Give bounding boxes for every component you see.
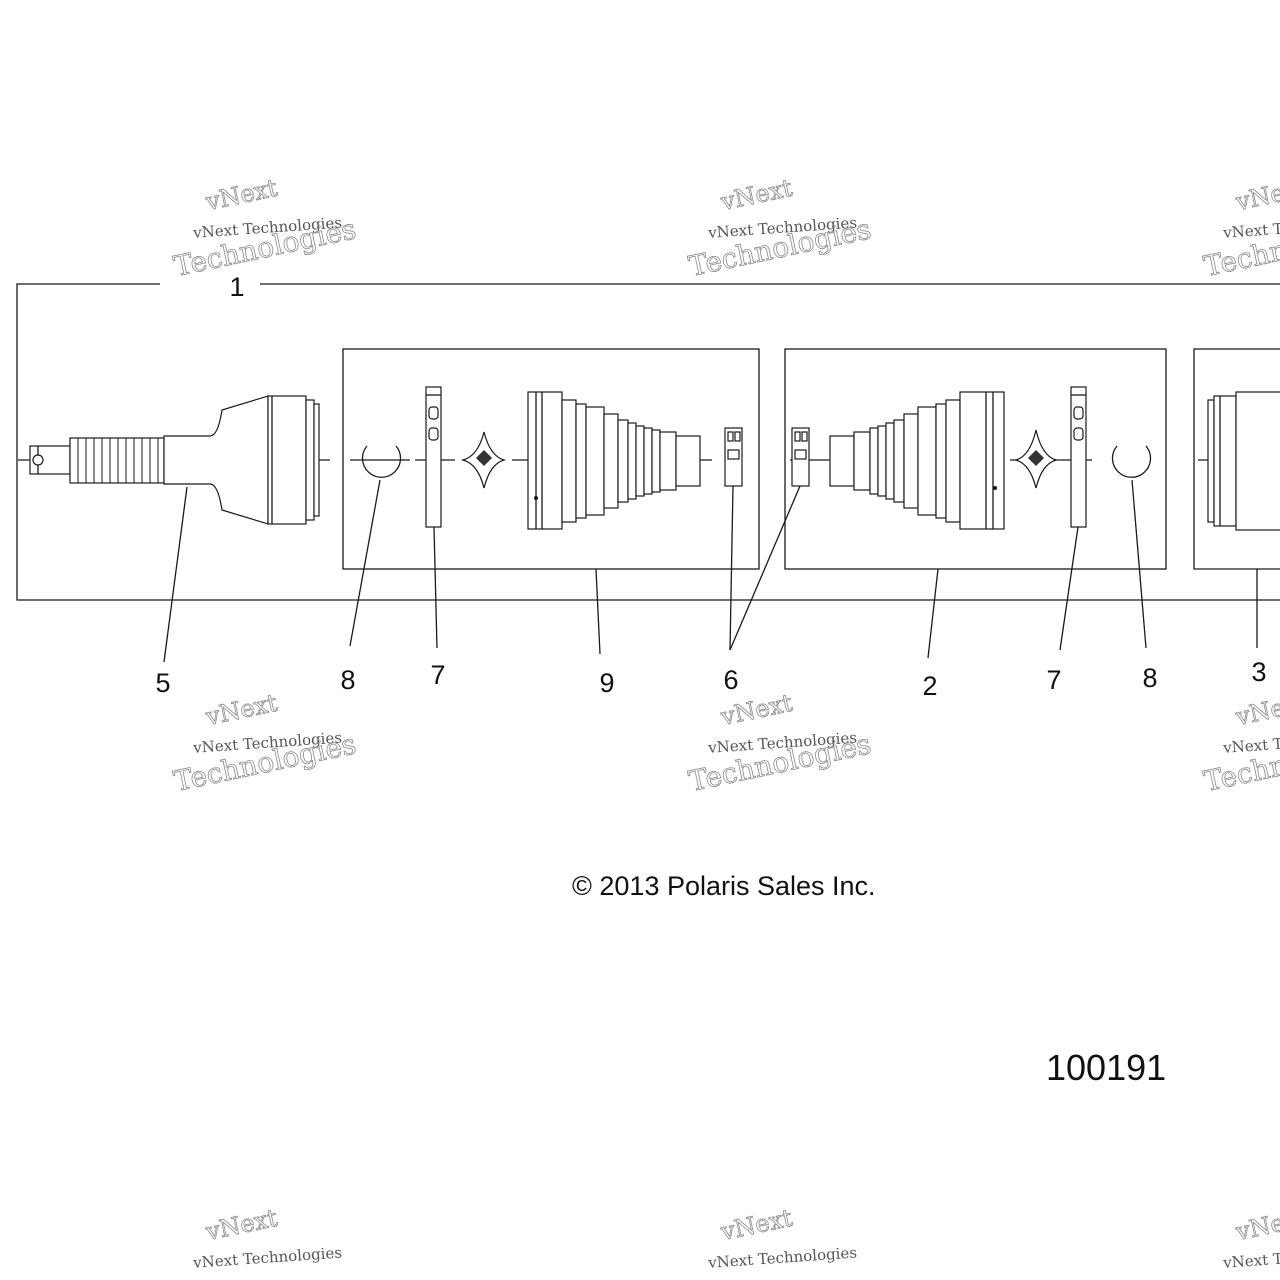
cv-boot-inboard — [829, 391, 1005, 530]
watermarks: vNext vNext Technologies Technologies vN… — [170, 173, 1280, 1272]
watermark: vNext vNext Technologies Technologies — [1200, 173, 1280, 283]
watermark: vNext vNext Technologies — [707, 1203, 858, 1272]
watermark: vNext vNext Technologies Technologies — [1200, 688, 1280, 798]
svg-text:vNext: vNext — [718, 1204, 796, 1247]
svg-text:vNext: vNext — [203, 174, 281, 217]
callout-9: 9 — [599, 668, 614, 698]
outboard-cv-joint — [29, 395, 320, 525]
cv-boot-outboard — [527, 391, 701, 530]
watermark: vNext vNext Technologies Technologies — [685, 688, 874, 798]
assembly-frame — [16, 283, 1280, 601]
svg-text:vNext: vNext — [203, 1204, 281, 1247]
circlip-inboard — [1111, 445, 1152, 478]
callout-2: 2 — [922, 671, 937, 701]
boot-clamp-small-outboard — [724, 427, 743, 487]
svg-text:vNext: vNext — [718, 689, 796, 732]
leader-lines — [163, 479, 1258, 663]
callout-6: 6 — [723, 665, 738, 695]
svg-text:vNext Technologies: vNext Technologies — [192, 1243, 343, 1271]
svg-text:vNext Technologies: vNext Technologies — [1222, 1243, 1280, 1271]
inboard-joint-box — [1193, 348, 1280, 570]
watermark: vNext vNext Technologies Technologies — [170, 173, 359, 283]
watermark: vNext vNext Technologies — [1222, 1203, 1280, 1272]
svg-text:vNext: vNext — [1233, 689, 1280, 732]
svg-text:vNext: vNext — [203, 689, 281, 732]
boot-kit-box-outboard — [342, 348, 760, 570]
callout-5: 5 — [155, 668, 170, 698]
boot-clamp-small-inboard — [791, 427, 810, 487]
watermark: vNext vNext Technologies Technologies — [170, 688, 359, 798]
boot-kit-box-inboard — [784, 348, 1167, 570]
svg-text:vNext: vNext — [718, 174, 796, 217]
figure-number: 100191 — [1046, 1047, 1166, 1088]
callout-1: 1 — [229, 272, 244, 302]
callout-3: 3 — [1251, 657, 1266, 687]
svg-text:vNext Technologies: vNext Technologies — [707, 1243, 858, 1271]
inboard-cv-joint — [1207, 391, 1280, 531]
callout-7-outboard: 7 — [430, 660, 445, 690]
svg-text:vNext: vNext — [1233, 1204, 1280, 1247]
callout-7-inboard: 7 — [1046, 665, 1061, 695]
boot-clamp-large-outboard — [425, 386, 442, 528]
circlip-outboard — [361, 445, 402, 478]
svg-text:vNext: vNext — [1233, 174, 1280, 217]
copyright-text: © 2013 Polaris Sales Inc. — [572, 871, 876, 901]
watermark: vNext vNext Technologies Technologies — [685, 173, 874, 283]
callout-8-inboard: 8 — [1142, 663, 1157, 693]
boot-clamp-large-inboard — [1070, 386, 1087, 528]
callout-8-outboard: 8 — [340, 665, 355, 695]
watermark: vNext vNext Technologies — [192, 1203, 343, 1272]
